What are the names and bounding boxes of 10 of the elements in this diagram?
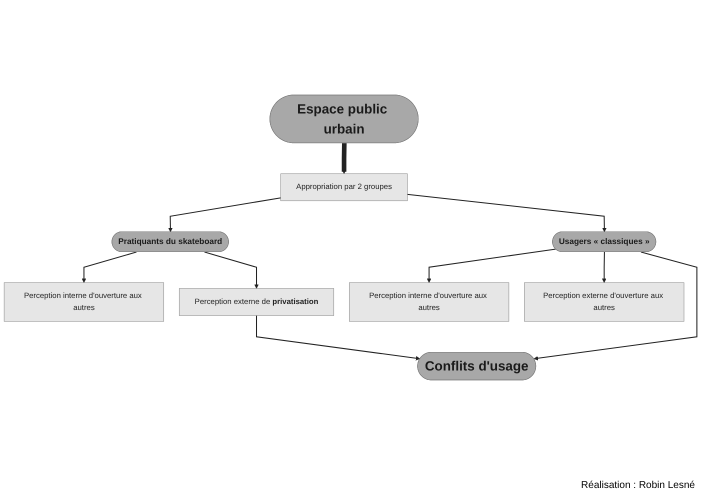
- arrow: [407, 194, 607, 232]
- arrow: [342, 143, 347, 174]
- arrow: [168, 197, 281, 232]
- arrow: [426, 248, 556, 283]
- arrow: [204, 252, 259, 289]
- arrow: [82, 252, 137, 283]
- arrow: [256, 316, 420, 360]
- arrow: [602, 252, 606, 283]
- credit-note: Réalisation : Robin Lesné: [581, 480, 695, 491]
- arrow: [534, 252, 698, 360]
